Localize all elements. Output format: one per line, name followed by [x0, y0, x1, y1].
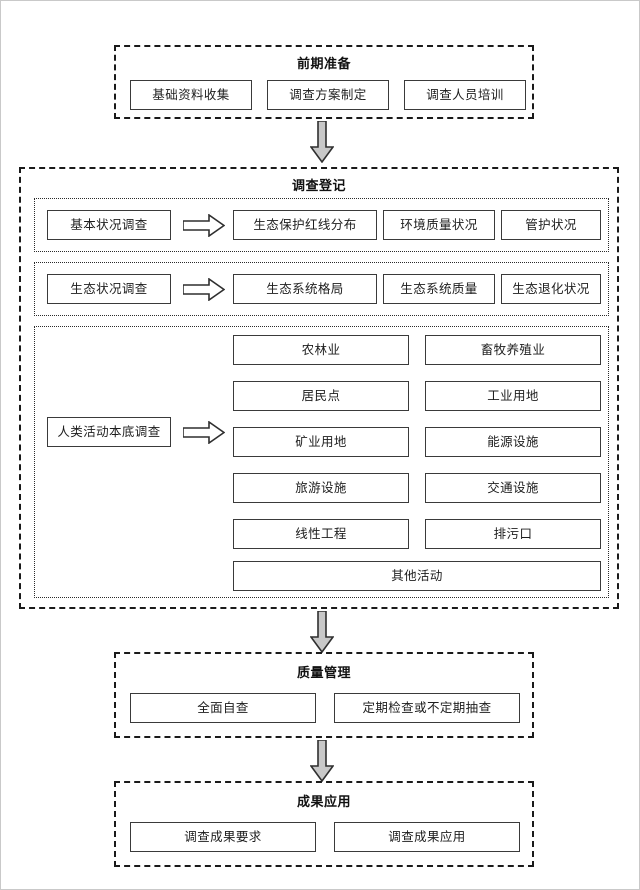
box-environmental-quality-status[interactable]: 环境质量状况: [383, 210, 495, 240]
box-periodic-or-random-inspection[interactable]: 定期检查或不定期抽查: [334, 693, 520, 723]
box-agriculture-forestry[interactable]: 农林业: [233, 335, 409, 365]
box-ecosystem-quality[interactable]: 生态系统质量: [383, 274, 495, 304]
box-ecological-status-survey[interactable]: 生态状况调查: [47, 274, 171, 304]
box-surveyor-training[interactable]: 调查人员培训: [404, 80, 526, 110]
arrow-right-human-activity: [183, 421, 225, 444]
arrow-registration-to-quality: [310, 611, 334, 653]
box-energy-facility[interactable]: 能源设施: [425, 427, 601, 457]
group-human-activity: 人类活动本底调查 农林业 畜牧养殖业 居民点 工业用地 矿业用地 能源设施 旅游…: [34, 326, 609, 598]
box-management-protection-status[interactable]: 管护状况: [501, 210, 601, 240]
box-other-activities[interactable]: 其他活动: [233, 561, 601, 591]
box-residential-area[interactable]: 居民点: [233, 381, 409, 411]
group-basic-status: 基本状况调查 生态保护红线分布 环境质量状况 管护状况: [34, 198, 609, 252]
section-results-application: 成果应用 调查成果要求 调查成果应用: [114, 781, 534, 867]
box-tourism-facility[interactable]: 旅游设施: [233, 473, 409, 503]
box-ecological-redline-distribution[interactable]: 生态保护红线分布: [233, 210, 377, 240]
box-transport-facility[interactable]: 交通设施: [425, 473, 601, 503]
box-sewage-outlet[interactable]: 排污口: [425, 519, 601, 549]
arrow-prep-to-registration: [310, 121, 334, 163]
arrow-right-basic-status: [183, 214, 225, 237]
section-title-registration: 调查登记: [291, 178, 346, 193]
box-survey-results-requirements[interactable]: 调查成果要求: [130, 822, 316, 852]
section-registration: 调查登记 基本状况调查 生态保护红线分布 环境质量状况 管护状况 生态状况调查 …: [19, 167, 619, 609]
group-ecological-status: 生态状况调查 生态系统格局 生态系统质量 生态退化状况: [34, 262, 609, 316]
section-preparation: 前期准备 基础资料收集 调查方案制定 调查人员培训: [114, 45, 534, 119]
box-industrial-land[interactable]: 工业用地: [425, 381, 601, 411]
section-title-preparation: 前期准备: [296, 56, 351, 71]
arrow-quality-to-results: [310, 740, 334, 782]
box-survey-results-application[interactable]: 调查成果应用: [334, 822, 520, 852]
arrow-right-ecological-status: [183, 278, 225, 301]
box-basic-status-survey[interactable]: 基本状况调查: [47, 210, 171, 240]
box-survey-plan-formulation[interactable]: 调查方案制定: [267, 80, 389, 110]
box-mining-land[interactable]: 矿业用地: [233, 427, 409, 457]
box-comprehensive-self-inspection[interactable]: 全面自查: [130, 693, 316, 723]
box-human-activity-baseline-survey[interactable]: 人类活动本底调查: [47, 417, 171, 447]
section-quality-management: 质量管理 全面自查 定期检查或不定期抽查: [114, 652, 534, 738]
section-title-quality-management: 质量管理: [296, 665, 351, 680]
box-animal-husbandry-aquaculture[interactable]: 畜牧养殖业: [425, 335, 601, 365]
box-ecosystem-pattern[interactable]: 生态系统格局: [233, 274, 377, 304]
box-ecological-degradation-status[interactable]: 生态退化状况: [501, 274, 601, 304]
box-basic-data-collection[interactable]: 基础资料收集: [130, 80, 252, 110]
section-title-results-application: 成果应用: [296, 794, 351, 809]
box-linear-engineering[interactable]: 线性工程: [233, 519, 409, 549]
